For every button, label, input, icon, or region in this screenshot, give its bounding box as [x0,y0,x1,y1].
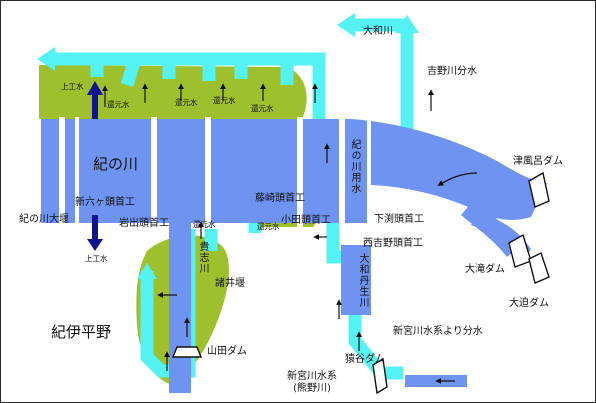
label-saruya-dam: 猿谷ダム [345,354,385,365]
channel-drop-2 [120,57,142,87]
label-kangensui-3: 還元水 [213,96,236,105]
channel-main-north [53,52,326,119]
dam-yamada-shape [171,346,203,358]
arrowhead-yamatogawa [337,13,355,37]
supply-arrow-bottom-head [87,239,103,251]
label-kangensui-1: 還元水 [107,100,130,109]
label-kangensui-5: 還元水 [193,220,216,229]
river-shingu [405,375,467,387]
label-yamatogawa: 大和川 [363,26,393,37]
label-kinokawa-ozeki: 紀の川大堰 [19,214,69,225]
label-odawa: 小田頭首工 [281,215,331,226]
label-osako-dam: 大迫ダム [509,298,549,309]
dam-osako-shape [528,252,550,284]
weir-shinrokkato [151,117,157,227]
label-shingu-suikei-line1: 新宮川水系 [287,371,337,382]
label-jokosui-bottom: 上工水 [85,254,108,263]
dams [171,171,550,395]
label-nishiyoshino: 西吉野頭首工 [363,238,423,249]
label-yamada-dam: 山田ダム [207,346,247,357]
label-kii-heiya: 紀伊平野 [51,323,112,341]
label-tsufuro-dam: 津風呂ダム [513,156,563,167]
arrowhead-yoshino [395,15,419,33]
arrowhead-kishi [137,263,157,279]
label-iwade: 岩出頭首工 [119,218,169,229]
label-shinrokkato: 新六ヶ頭首工 [75,197,135,208]
label-kinokawa: 紀の川 [93,155,139,173]
label-kumanogawa: (熊野川) [293,382,331,394]
river-main [41,119,547,223]
dam-tsufuro-shape [528,171,550,208]
flow-arrows [102,83,478,384]
label-kangensui-2: 還元水 [175,98,198,107]
dam-saruya-shape [372,357,388,395]
label-jokosui-top: 上工水 [61,82,84,91]
river-kishi [169,213,191,393]
label-yamato-nyu: 大和丹生川 [357,253,368,308]
channel-shingu-1 [348,311,403,380]
flow-arrow-river [437,172,478,186]
label-kangensui-6: 還元水 [257,222,280,231]
label-kangensui-4: 還元水 [251,104,274,113]
label-kinokawa-yosui: 紀の川用水 [349,139,360,194]
weirs [59,117,371,227]
label-shimobuchi: 下渕頭首工 [374,214,424,225]
label-shingu-bunsui: 新宮川水系より分水 [393,326,483,337]
kinokawa-river [41,119,547,393]
river-yamato-nyu [341,245,371,315]
arrowhead-main-north [37,47,55,71]
supply-arrow-bottom-shaft [92,215,98,241]
weir-ozeki-b [75,117,79,227]
weir-iwade [205,117,211,227]
weir-fujisaki [297,117,303,227]
label-shingu-suikei: 新宮川水系 (熊野川) [287,371,337,394]
label-moroi: 諸井堰 [215,278,245,289]
weir-odawa [339,117,345,227]
label-yoshino-bunsui: 吉野川分水 [427,66,477,77]
label-otaki-dam: 大滝ダム [465,264,505,275]
water-supply-arrows [87,81,103,251]
supply-arrow-top-shaft [92,93,98,119]
label-fujisaki: 藤崎頭首工 [255,193,305,204]
weir-shimobuchi [367,117,371,227]
label-kishi: 貴志川 [197,241,208,274]
supply-arrow-top-head [87,81,103,95]
weir-ozeki-a [59,117,65,227]
